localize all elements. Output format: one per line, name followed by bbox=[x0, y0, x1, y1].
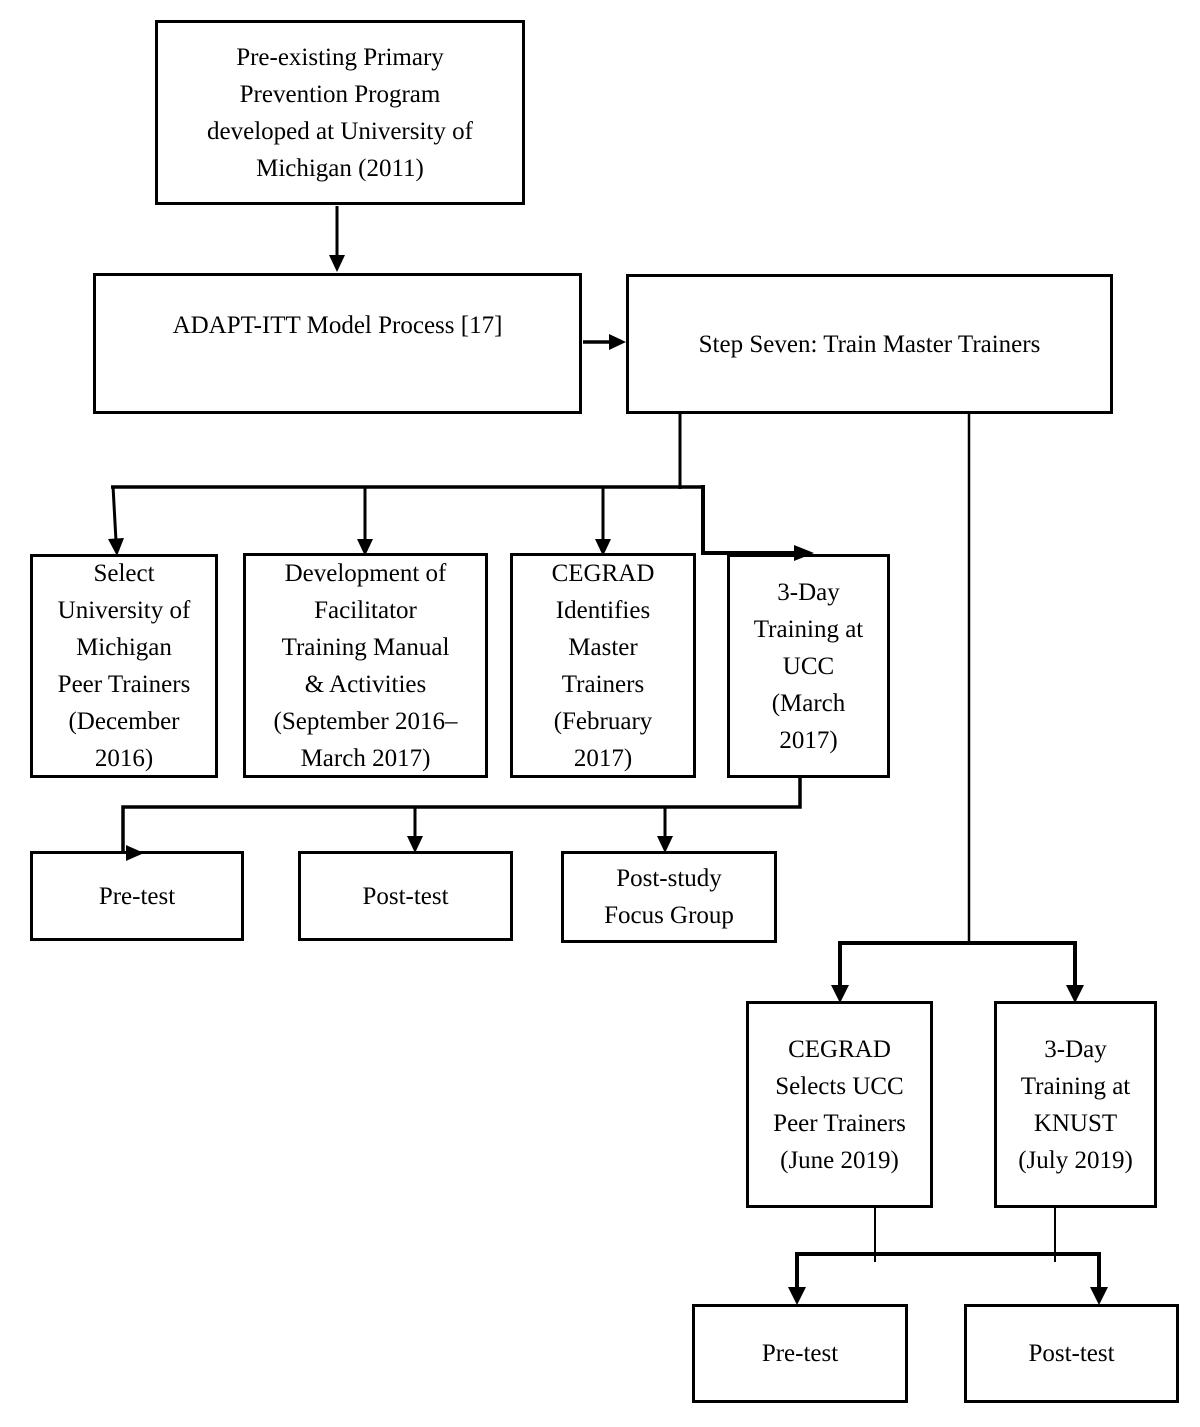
edge-branch-to-knust bbox=[1066, 941, 1084, 1003]
node-step-seven: Step Seven: Train Master Trainers bbox=[626, 274, 1113, 414]
node-ucc-training: 3-Day Training at UCC (March 2017) bbox=[727, 554, 890, 778]
node-facilitator-manual: Development of Facilitator Training Manu… bbox=[243, 553, 488, 778]
connector-line bbox=[111, 485, 118, 542]
edge-ucc-to-poststudy bbox=[657, 806, 673, 853]
edge-ucc-to-pretest bbox=[121, 777, 802, 861]
node-pretest-final: Pre-test bbox=[692, 1304, 908, 1403]
connector-line bbox=[701, 485, 796, 555]
arrowhead-down bbox=[1090, 1287, 1108, 1305]
node-adapt-itt-model: ADAPT-ITT Model Process [17] bbox=[93, 273, 582, 414]
edge-adapt-to-step bbox=[583, 334, 626, 350]
edge-ucc-to-posttest bbox=[407, 806, 423, 853]
arrowhead-right bbox=[609, 334, 626, 350]
node-pretest-ucc: Pre-test bbox=[30, 851, 244, 941]
node-select-um-peer-trainers: Select University of Michigan Peer Train… bbox=[30, 554, 218, 778]
node-posttest-final: Post-test bbox=[964, 1304, 1179, 1403]
node-cegrad-identifies: CEGRAD Identifies Master Trainers (Febru… bbox=[510, 553, 696, 778]
node-posttest-ucc: Post-test bbox=[298, 851, 513, 941]
node-poststudy-focus-group: Post-study Focus Group bbox=[561, 851, 777, 943]
connector-line bbox=[121, 777, 802, 851]
node-preexisting-program: Pre-existing Primary Prevention Program … bbox=[155, 20, 525, 205]
edge-branch-to-development bbox=[357, 486, 373, 556]
edge-branch-to-ucc bbox=[701, 485, 814, 561]
edge-branch-to-select bbox=[108, 485, 124, 556]
arrowhead-down bbox=[788, 1287, 806, 1305]
edge-branch-to-cegrad-identifies bbox=[595, 486, 611, 556]
arrowhead-down bbox=[329, 255, 345, 272]
edge-bus-to-final-posttest bbox=[1090, 1252, 1108, 1305]
edge-preexisting-to-adapt bbox=[329, 206, 345, 272]
edge-step-to-left-branch bbox=[111, 413, 705, 489]
edge-branch-to-cegrad-selects bbox=[831, 941, 849, 1003]
node-cegrad-selects-ucc-peer-trainers: CEGRAD Selects UCC Peer Trainers (June 2… bbox=[746, 1001, 933, 1208]
edge-bus-to-final-pretest bbox=[788, 1252, 806, 1305]
node-knust-training: 3-Day Training at KNUST (July 2019) bbox=[994, 1001, 1157, 1208]
